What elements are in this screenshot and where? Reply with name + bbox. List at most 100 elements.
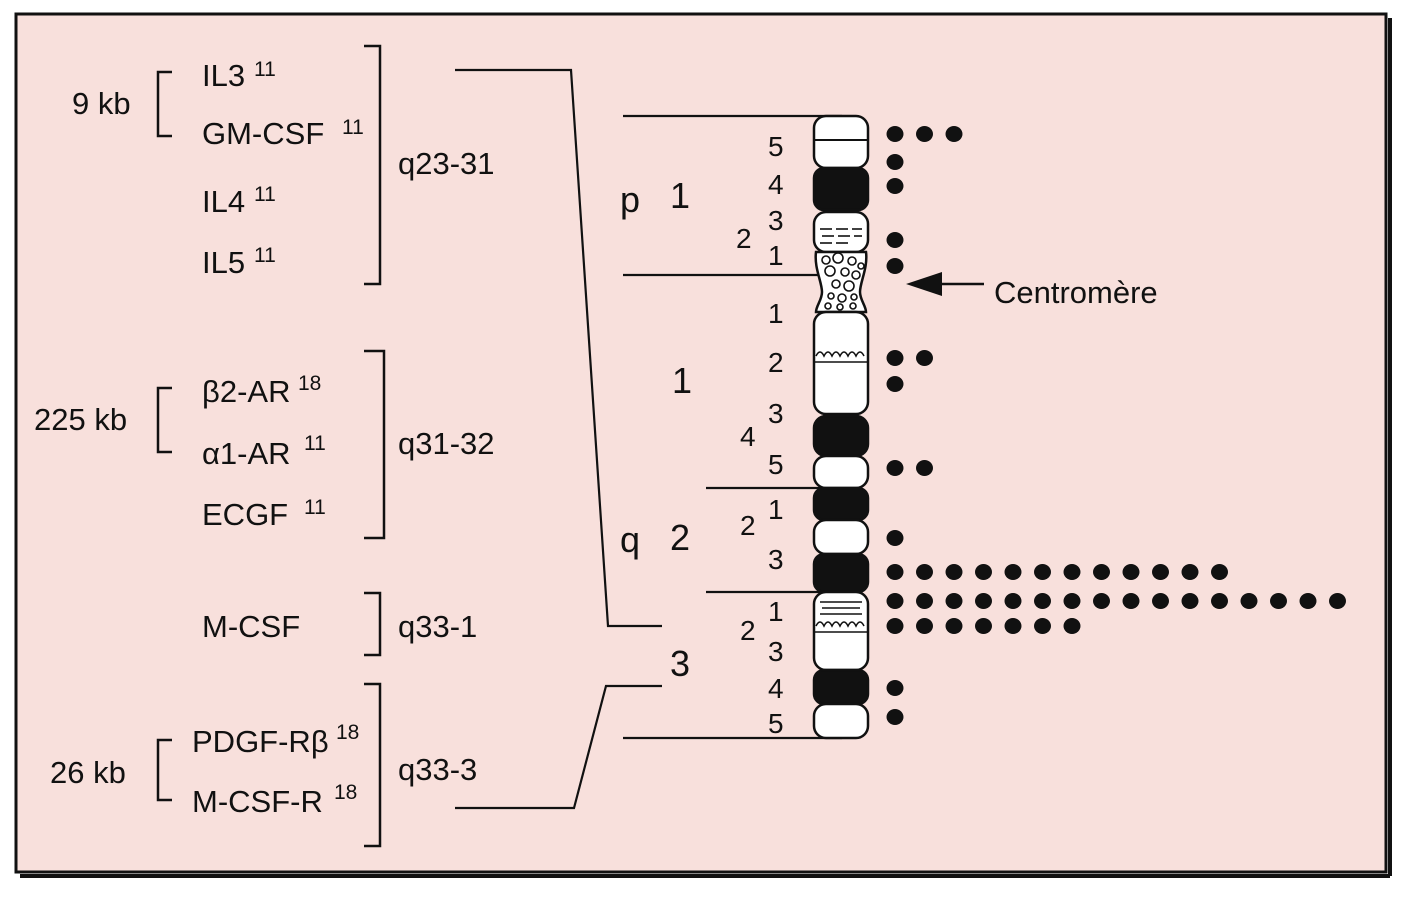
- mapping-dot: [886, 530, 904, 546]
- panel: [14, 12, 1388, 874]
- mapping-dot: [945, 618, 963, 634]
- gene-ref: 11: [254, 183, 276, 206]
- band-number: 1: [768, 240, 784, 271]
- band-number: 2: [768, 347, 784, 378]
- band-number: 5: [768, 708, 784, 739]
- cluster-size: 26 kb: [50, 755, 126, 790]
- band-q15: [812, 454, 870, 490]
- gene-ref: 18: [336, 721, 359, 744]
- band-bracket: [364, 591, 382, 657]
- band-bracket: [364, 44, 382, 286]
- band-label: q31-32: [398, 426, 495, 461]
- band-p13: [812, 210, 870, 254]
- mapping-dot: [1211, 564, 1228, 580]
- mapping-dot: [1181, 564, 1199, 580]
- band-number: 5: [768, 131, 784, 162]
- arm-p-label: p: [620, 179, 640, 220]
- cluster-size: 9 kb: [72, 86, 131, 121]
- mapping-dot: [945, 564, 963, 580]
- gene-ref: 18: [334, 781, 357, 804]
- mapping-dot: [886, 232, 904, 248]
- mapping-dot: [886, 376, 904, 392]
- mapping-dot: [886, 178, 904, 194]
- band-label: q23-31: [398, 146, 495, 181]
- region-label: 1: [670, 175, 690, 216]
- gene-label: IL5: [202, 245, 245, 280]
- subregion-label: 2: [740, 615, 756, 646]
- mapping-dot: [886, 564, 904, 580]
- centromere-label: Centromère: [994, 275, 1158, 310]
- band-q14: [812, 414, 870, 458]
- mapping-dot: [886, 618, 904, 634]
- subregion-label: 2: [740, 510, 756, 541]
- gene-group-q31-32: [156, 349, 386, 540]
- gene-ref: 11: [254, 58, 276, 81]
- mapping-dots: [886, 126, 1346, 725]
- mapping-dot: [886, 593, 904, 609]
- gene-group-q23-31: [156, 44, 382, 286]
- mapping-dot: [916, 350, 933, 366]
- connector-lower: [455, 684, 662, 810]
- band-q21: [812, 486, 870, 522]
- band-number: 1: [768, 494, 784, 525]
- gene-label: GM-CSF: [202, 116, 324, 151]
- band-number: 3: [768, 398, 784, 429]
- cluster-bracket: [156, 386, 172, 454]
- mapping-dot: [1034, 564, 1051, 580]
- arm-q-label: q: [620, 519, 640, 560]
- band-q23: [812, 552, 870, 594]
- band-number: 4: [768, 673, 784, 704]
- band-q31-stripes: [820, 601, 862, 615]
- mapping-dot: [1211, 593, 1228, 609]
- region-label: 3: [670, 643, 690, 684]
- gene-label: IL3: [202, 58, 245, 93]
- band-number: 1: [768, 298, 784, 329]
- mapping-dot: [1004, 618, 1022, 634]
- band-q22: [812, 518, 870, 556]
- mapping-dot: [1152, 564, 1169, 580]
- mapping-dot: [1034, 618, 1051, 634]
- arrow-head-icon: [906, 272, 942, 296]
- connector-lines: [455, 68, 842, 810]
- band-q31-q33: [812, 590, 870, 672]
- centromere-pointer: Centromère: [906, 272, 1158, 310]
- cluster-bracket: [156, 738, 172, 802]
- mapping-dot: [886, 709, 904, 725]
- cluster-size: 225 kb: [34, 402, 127, 437]
- mapping-dot: [916, 564, 933, 580]
- mapping-dot: [1034, 593, 1051, 609]
- mapping-dot: [1152, 593, 1169, 609]
- mapping-dot: [916, 593, 933, 609]
- mapping-dot: [886, 154, 904, 170]
- band-number: 5: [768, 449, 784, 480]
- mapping-dot: [1270, 593, 1287, 609]
- mapping-dot: [1181, 593, 1199, 609]
- region-label: 1: [672, 360, 692, 401]
- band-number: 1: [768, 596, 784, 627]
- band-bracket: [364, 349, 386, 540]
- connector-upper: [455, 68, 662, 628]
- band-number: 3: [768, 205, 784, 236]
- subregion-label: 2: [736, 223, 752, 254]
- mapping-dot: [886, 680, 904, 696]
- mapping-dot: [1299, 593, 1317, 609]
- subregion-label: 4: [740, 421, 756, 452]
- mapping-dot: [1093, 593, 1110, 609]
- mapping-dot: [1004, 593, 1022, 609]
- gene-label: α1-AR: [202, 436, 291, 471]
- gene-ref: 18: [298, 372, 321, 395]
- mapping-dot: [975, 593, 992, 609]
- band-number: 3: [768, 544, 784, 575]
- gene-label: M-CSF-R: [192, 784, 323, 819]
- band-q34: [812, 668, 870, 706]
- band-p13-dashes: [820, 228, 862, 244]
- gene-label: PDGF-Rβ: [192, 724, 329, 759]
- band-q12-loops: [815, 351, 865, 358]
- band-p14: [812, 166, 870, 212]
- mapping-dot: [1329, 593, 1346, 609]
- mapping-dot: [1063, 593, 1081, 609]
- mapping-dot: [886, 350, 904, 366]
- mapping-dot: [945, 126, 963, 142]
